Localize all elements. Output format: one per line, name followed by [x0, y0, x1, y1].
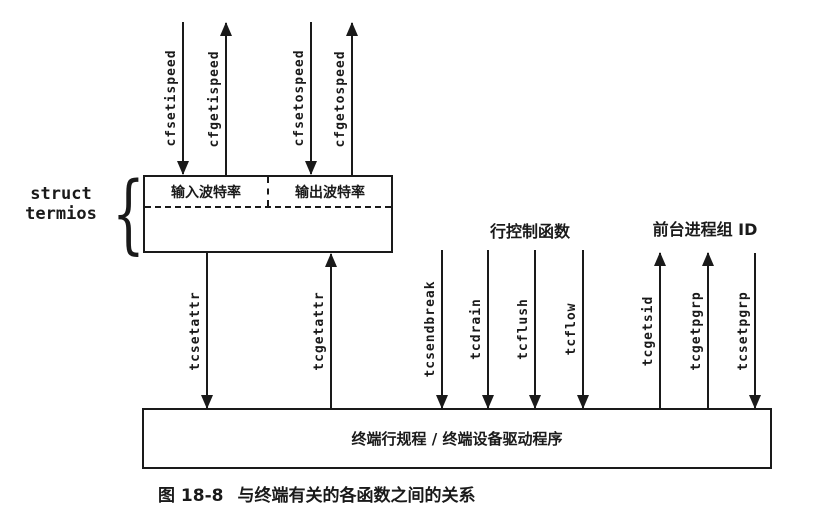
struct-label-line1: struct: [30, 184, 92, 204]
arrowhead-down-icon: [577, 395, 589, 409]
arrowhead-up-icon: [702, 252, 714, 266]
arrow-line: [225, 23, 227, 175]
arrow-line: [582, 250, 584, 408]
figure-caption: 图 18-8 与终端有关的各函数之间的关系: [158, 481, 475, 506]
figure-title: 与终端有关的各函数之间的关系: [237, 486, 476, 506]
arrow-label-tcsetattr: tcsetattr: [188, 290, 203, 371]
arrow-line: [441, 250, 443, 408]
arrow-line: [754, 253, 756, 408]
arrow-line: [659, 253, 661, 408]
arrow-label-tcgetsid: tcgetsid: [641, 295, 656, 366]
arrowhead-down-icon: [436, 395, 448, 409]
arrow-label-tcgetpgrp: tcgetpgrp: [689, 290, 704, 371]
input-baud-cell: 输入波特率: [171, 184, 241, 201]
arrowhead-down-icon: [305, 161, 317, 175]
arrow-label-tcsetpgrp: tcsetpgrp: [736, 290, 751, 371]
arrowhead-up-icon: [346, 22, 358, 36]
arrow-line: [534, 250, 536, 408]
arrow-line: [351, 23, 353, 175]
arrow-label-cfgetispeed: cfgetispeed: [207, 50, 222, 148]
arrowhead-down-icon: [482, 395, 494, 409]
termios-baud-row: 输入波特率 输出波特率: [145, 177, 391, 208]
terminal-driver-box: 终端行规程 / 终端设备驱动程序: [142, 408, 772, 469]
arrowhead-down-icon: [177, 161, 189, 175]
struct-label-line2: termios: [25, 204, 97, 224]
figure-number: 图 18-8: [158, 486, 224, 506]
termios-struct-box: 输入波特率 输出波特率: [143, 175, 393, 253]
struct-termios-label: struct termios: [6, 184, 116, 224]
arrowhead-down-icon: [201, 395, 213, 409]
arrow-label-cfsetospeed: cfsetospeed: [292, 49, 307, 147]
arrowhead-up-icon: [654, 252, 666, 266]
output-baud-cell: 输出波特率: [267, 177, 391, 206]
arrow-label-cfgetospeed: cfgetospeed: [333, 50, 348, 148]
left-brace-icon: {: [112, 164, 145, 264]
line-control-heading: 行控制函数: [489, 222, 570, 241]
terminal-driver-label: 终端行规程 / 终端设备驱动程序: [351, 430, 563, 448]
arrow-line: [707, 253, 709, 408]
arrowhead-down-icon: [749, 395, 761, 409]
arrowhead-down-icon: [529, 395, 541, 409]
arrow-line: [487, 250, 489, 408]
process-group-heading: 前台进程组 ID: [652, 220, 758, 239]
arrow-label-tcflush: tcflush: [516, 298, 531, 360]
arrow-line: [310, 22, 312, 174]
arrow-line: [182, 22, 184, 174]
arrowhead-up-icon: [325, 253, 337, 267]
arrow-label-tcgetattr: tcgetattr: [312, 291, 327, 371]
arrow-line: [206, 253, 208, 408]
arrow-label-tcflow: tcflow: [564, 302, 579, 356]
arrow-line: [330, 254, 332, 408]
arrow-label-cfsetispeed: cfsetispeed: [164, 49, 179, 147]
arrowhead-up-icon: [220, 22, 232, 36]
arrow-label-tcdrain: tcdrain: [469, 298, 484, 360]
arrow-label-tcsendbreak: tcsendbreak: [423, 280, 438, 378]
